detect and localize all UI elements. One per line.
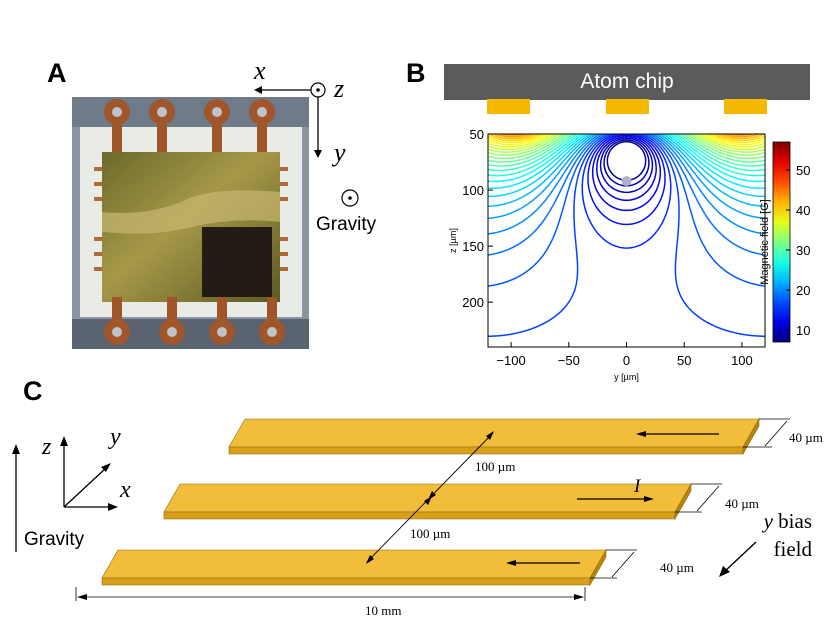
wire-top-top (228, 418, 760, 448)
gravity-label-a: Gravity (316, 214, 377, 235)
bias-field-label: y bias field (752, 507, 812, 563)
contour-level (488, 134, 765, 163)
x-tick-label: 0 (623, 353, 630, 368)
contour-level (488, 134, 765, 207)
contour-level (587, 134, 666, 226)
contour-lines (488, 134, 765, 337)
gravity-label-c: Gravity (24, 529, 85, 550)
axis-y-line (63, 467, 107, 508)
width-label-middle: 40 µm (725, 496, 759, 511)
wire-bottom-side (589, 548, 607, 587)
panel-c-label: C (23, 376, 43, 406)
length-label: 10 mm (365, 603, 402, 618)
wire-bottom-top (101, 549, 607, 579)
contour-level (488, 134, 765, 148)
width-label-bottom: 40 µm (660, 560, 694, 575)
colorbar-tick-label: 10 (796, 323, 810, 338)
wires-diagram (12, 417, 790, 601)
colorbar-tick-label: 50 (796, 163, 810, 178)
panel-b-label: B (406, 58, 426, 88)
axis-y-label-c: y (110, 424, 121, 450)
contour-level (606, 140, 647, 182)
axis-y-label-a: y (334, 138, 346, 167)
panel-a-axes (254, 82, 326, 158)
contour-level (488, 134, 765, 167)
x-tick-label: −100 (496, 353, 525, 368)
gravity-out-of-page-icon (341, 189, 359, 207)
axis-x-label-c: x (120, 477, 131, 503)
contour-level (599, 137, 654, 194)
bias-label-y: y (763, 509, 773, 533)
x-axis-label: y [µm] (614, 372, 639, 382)
contour-level (581, 134, 672, 249)
contour-level (488, 134, 765, 256)
contour-level (488, 134, 765, 172)
wire-middle-front (163, 511, 676, 520)
wire-pad-right (724, 99, 767, 114)
contour-level (488, 134, 765, 151)
plot-frame (487, 133, 766, 348)
width-dimension-bottom (611, 551, 635, 578)
magnetic-field-contour-plot: −100 −50 0 50 100 50 100 150 200 y [µm] z [µm] 10 20… (448, 127, 810, 382)
y-tick-label: 200 (462, 295, 484, 310)
contour-level (488, 134, 765, 220)
wire-bottom-front (101, 577, 591, 586)
contour-level (488, 134, 765, 177)
colorbar-tick-label: 30 (796, 243, 810, 258)
bias-label-word: bias (778, 509, 812, 533)
contour-level (591, 134, 662, 212)
bias-field-arrow (723, 541, 757, 573)
contour-level (488, 134, 765, 153)
spacing-label-upper: 100 µm (475, 459, 516, 474)
contour-level (488, 134, 765, 156)
atom-cloud-marker (621, 176, 632, 187)
atom-chip-bar: Atom chip (444, 64, 810, 100)
axis-z-label-a: z (334, 74, 345, 103)
width-dimension-top (764, 420, 788, 447)
gravity-arrowhead (12, 444, 20, 454)
wire-middle-side (674, 482, 692, 521)
contour-level (488, 134, 765, 142)
wire-pad-center (606, 99, 649, 114)
atom-chip-photo (72, 97, 309, 349)
x-tick-label: 50 (677, 353, 691, 368)
y-axis-label: z [µm] (448, 228, 458, 253)
current-label: I (634, 476, 641, 497)
width-label-top: 40 µm (789, 430, 823, 445)
contour-level (596, 136, 657, 202)
y-tick-label: 150 (462, 239, 484, 254)
colorbar (772, 141, 791, 343)
x-tick-label: −50 (558, 353, 580, 368)
wire-top-front (228, 446, 744, 455)
contour-level (488, 134, 765, 287)
contour-level (488, 134, 765, 198)
contour-level (488, 134, 765, 190)
contour-level (603, 139, 650, 187)
panel-a-label: A (47, 58, 67, 88)
contour-level (488, 134, 765, 144)
axis-z-label-c: z (42, 434, 52, 460)
wire-middle-top (163, 483, 692, 513)
contour-level (488, 134, 765, 337)
y-tick-label: 100 (462, 183, 484, 198)
colorbar-label: Magnetic field [G] (759, 199, 771, 285)
colorbar-tick-label: 20 (796, 283, 810, 298)
wire-pad-left (487, 99, 530, 114)
contour-level (488, 134, 765, 160)
colorbar-tick-label: 40 (796, 203, 810, 218)
x-tick-label: 100 (731, 353, 753, 368)
y-tick-label: 50 (470, 127, 484, 142)
atom-chip-label: Atom chip (580, 70, 674, 93)
contour-level (488, 134, 765, 235)
contour-level (488, 134, 765, 146)
spacing-label-lower: 100 µm (410, 526, 451, 541)
bias-label-field: field (773, 537, 812, 561)
contour-level (488, 134, 765, 183)
axis-x-label-a: x (254, 56, 266, 85)
wire-top-side (742, 417, 760, 456)
width-dimension-middle (696, 485, 720, 512)
